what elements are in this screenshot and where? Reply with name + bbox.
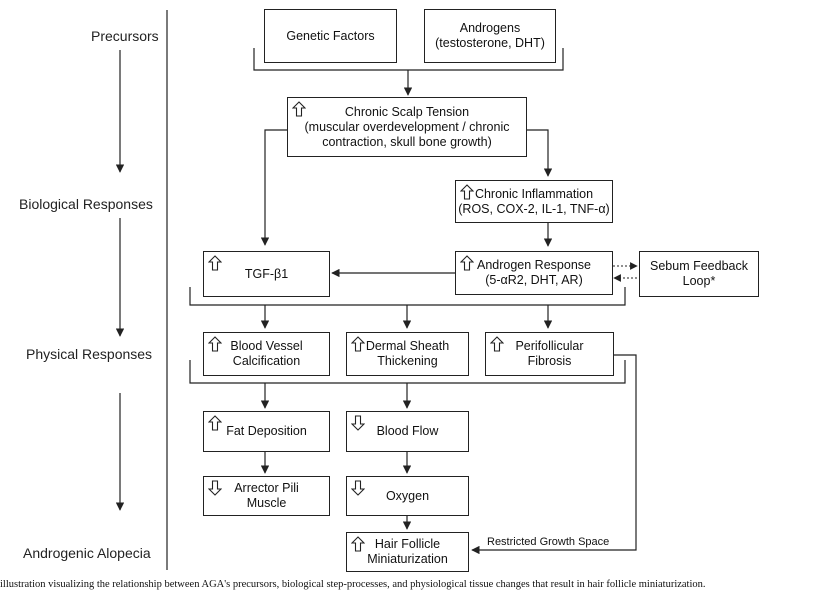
increase-arrow-icon	[460, 255, 474, 271]
node-fat-text: Fat Deposition	[226, 424, 307, 438]
decrease-arrow-icon	[208, 480, 222, 496]
node-androgen-response-line2: (5-αR2, DHT, AR)	[485, 273, 583, 287]
edge-tension-tgf	[260, 129, 287, 246]
node-blood-vessel-line2: Calcification	[232, 354, 301, 368]
decrease-arrow-icon	[351, 415, 365, 431]
node-arrector-line2: Muscle	[246, 496, 287, 510]
node-arrector-line1: Arrector Pili	[234, 481, 299, 495]
node-androgens-line1: Androgens	[459, 21, 521, 35]
node-blood-flow: Blood Flow	[346, 411, 469, 452]
node-androgen-response: Androgen Response (5-αR2, DHT, AR)	[455, 251, 613, 295]
edge-label-restricted-growth: Restricted Growth Space	[487, 536, 610, 548]
figure-caption: illustration visualizing the relationshi…	[0, 579, 706, 590]
stage-label-precursors: Precursors	[91, 28, 159, 44]
node-perifollicular-fibrosis: Perifollicular Fibrosis	[485, 332, 614, 376]
node-scalp-tension-line2: (muscular overdevelopment / chronic	[304, 119, 510, 134]
node-oxygen-text: Oxygen	[385, 488, 430, 503]
increase-arrow-icon	[351, 336, 365, 352]
increase-arrow-icon	[208, 255, 222, 271]
node-tgf-text: TGF-β1	[244, 266, 289, 281]
node-hair-follicle-miniaturization: Hair Follicle Miniaturization	[346, 532, 469, 572]
node-blood-vessel-line1: Blood Vessel	[230, 339, 303, 353]
node-androgen-response-line1: Androgen Response	[477, 258, 591, 272]
stage-label-biological: Biological Responses	[19, 196, 153, 212]
increase-arrow-icon	[208, 336, 222, 352]
node-scalp-tension-line3: contraction, skull bone growth)	[322, 134, 492, 149]
node-fibrosis-line2: Fibrosis	[527, 354, 572, 368]
node-androgens: Androgens (testosterone, DHT)	[424, 9, 556, 63]
node-oxygen: Oxygen	[346, 476, 469, 516]
node-tgf-beta1: TGF-β1	[203, 251, 330, 297]
node-inflammation-line2: (ROS, COX-2, IL-1, TNF-α)	[458, 201, 610, 216]
node-dermal-sheath-line2: Thickening	[377, 354, 438, 368]
edge-tension-inflammation	[527, 129, 553, 177]
node-fibrosis-line1: Perifollicular	[515, 339, 584, 353]
increase-arrow-icon	[351, 536, 365, 552]
node-fat-deposition: Fat Deposition	[203, 411, 330, 452]
node-chronic-inflammation: Chronic Inflammation (ROS, COX-2, IL-1, …	[455, 180, 613, 223]
node-arrector-pili-muscle: Arrector Pili Muscle	[203, 476, 330, 516]
node-dermal-sheath-line1: Dermal Sheath	[365, 339, 450, 353]
stage-label-alopecia: Androgenic Alopecia	[23, 545, 151, 561]
node-miniaturization-line1: Hair Follicle	[374, 537, 441, 551]
node-scalp-tension-line1: Chronic Scalp Tension	[344, 104, 470, 119]
increase-arrow-icon	[460, 184, 474, 200]
node-androgens-line2: (testosterone, DHT)	[435, 36, 545, 50]
increase-arrow-icon	[490, 336, 504, 352]
node-blood-vessel-calcification: Blood Vessel Calcification	[203, 332, 330, 376]
node-genetic-factors-text: Genetic Factors	[286, 28, 375, 43]
edge-fibrosis-miniaturization	[471, 354, 637, 555]
decrease-arrow-icon	[351, 480, 365, 496]
node-inflammation-line1: Chronic Inflammation	[474, 186, 594, 201]
increase-arrow-icon	[208, 415, 222, 431]
node-dermal-sheath-thickening: Dermal Sheath Thickening	[346, 332, 469, 376]
increase-arrow-icon	[292, 101, 306, 117]
stage-label-physical: Physical Responses	[26, 346, 153, 362]
node-sebum-feedback-loop: Sebum Feedback Loop*	[639, 251, 759, 297]
node-genetic-factors: Genetic Factors	[264, 9, 397, 63]
node-chronic-scalp-tension: Chronic Scalp Tension (muscular overdeve…	[287, 97, 527, 157]
node-sebum-line1: Sebum Feedback	[650, 259, 748, 273]
node-blood-flow-text: Blood Flow	[376, 424, 439, 438]
node-miniaturization-line2: Miniaturization	[367, 552, 448, 566]
node-sebum-line2: Loop*	[682, 274, 716, 288]
